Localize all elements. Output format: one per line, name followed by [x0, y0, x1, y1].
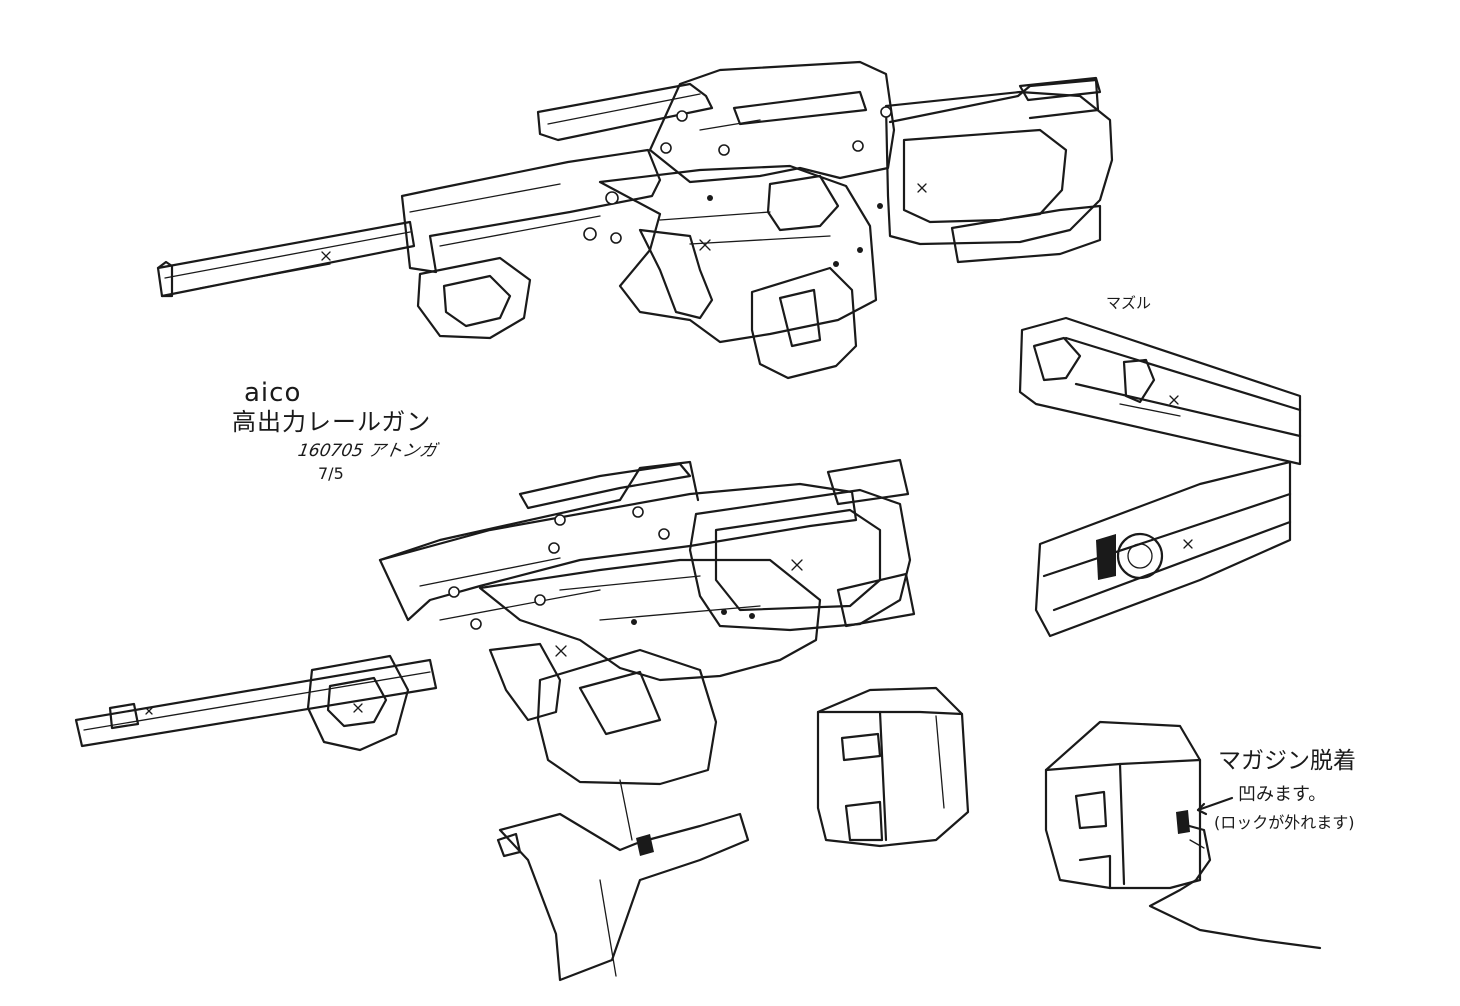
magazine-detach-label: マガジン脱着	[1218, 748, 1356, 774]
muzzle-detail-open	[1034, 460, 1292, 638]
sheet-date-signature: 160705 アトンガ	[296, 441, 439, 461]
sheet-title-latin: aico	[244, 378, 302, 408]
railgun-lower-view	[74, 458, 916, 786]
magazine-detail	[816, 686, 970, 848]
muzzle-detail-front	[1018, 316, 1302, 466]
dent-note: 凹みます。	[1238, 784, 1327, 805]
sheet-title-japanese: 高出力レールガン	[232, 408, 432, 436]
grip-detail	[496, 779, 750, 982]
lock-release-note: (ロックが外れます)	[1214, 813, 1355, 832]
muzzle-label: マズル	[1106, 294, 1152, 312]
sheet-page-number: 7/5	[318, 464, 344, 483]
magazine-hand-detail	[1044, 720, 1322, 950]
railgun-top-view	[156, 60, 1114, 380]
